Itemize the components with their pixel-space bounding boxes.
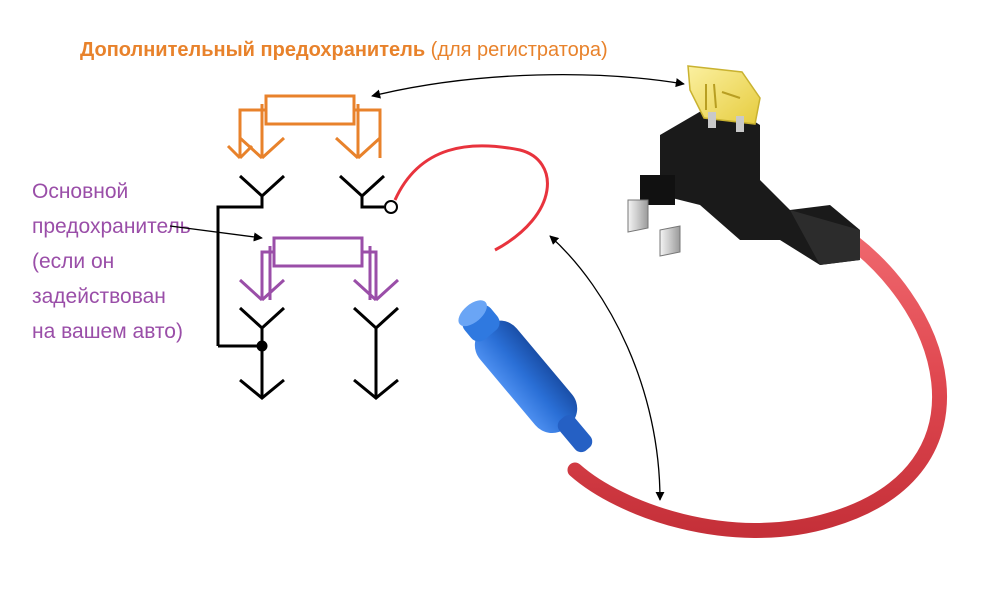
main-fuse-label: Основной предохранитель (если он задейст… — [32, 174, 222, 349]
main-fuse-body — [272, 236, 364, 268]
red-wire — [567, 218, 947, 538]
main-fuse-line-5: на вашем авто) — [32, 320, 183, 343]
main-fuse-line-2: предохранитель — [32, 215, 191, 238]
main-fuse-line-1: Основной — [32, 180, 129, 203]
main-fuse-line-3: (если он — [32, 250, 115, 273]
additional-fuse-label: Дополнительный предохранитель — [80, 39, 426, 61]
main-fuse-line-4: задействован — [32, 285, 166, 308]
yellow-fuse — [687, 65, 761, 132]
schematic-red-wire — [393, 144, 549, 252]
main-fuse-pointer — [169, 225, 263, 242]
additional-fuse-note: (для регистратора) — [430, 39, 608, 61]
blue-terminal — [458, 300, 593, 453]
additional-fuse-body — [264, 94, 356, 126]
additional-fuse-title: Дополнительный предохранитель (для регис… — [80, 40, 608, 60]
wire-link-arrow — [549, 235, 665, 501]
main-fuse-schematic — [238, 236, 400, 302]
additional-fuse-schematic — [226, 94, 382, 160]
upper-terminals — [216, 174, 398, 346]
fuse-link-arrow — [371, 74, 685, 99]
lower-terminals — [218, 306, 400, 400]
holder-pins — [627, 199, 681, 257]
